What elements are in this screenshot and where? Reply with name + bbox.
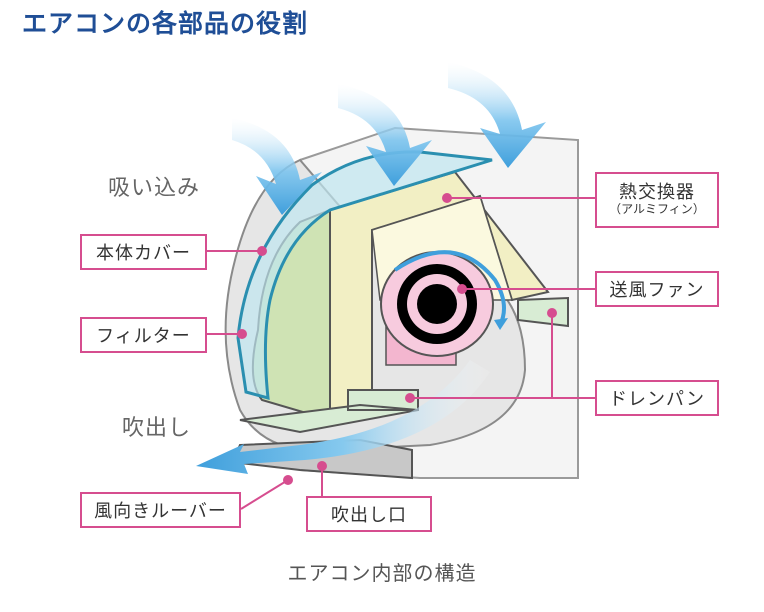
label-heat-exchanger-sub: （アルミフィン） bbox=[609, 202, 705, 217]
intake-arrow-3 bbox=[448, 62, 546, 168]
fan-shape bbox=[380, 250, 508, 366]
label-louver: 風向きルーバー bbox=[80, 492, 241, 528]
diagram-caption: エアコン内部の構造 bbox=[287, 561, 477, 585]
label-heat-exchanger: 熱交換器 （アルミフィン） bbox=[595, 172, 719, 228]
page-title: エアコンの各部品の役割 bbox=[22, 9, 309, 38]
label-filter: フィルター bbox=[80, 317, 207, 353]
label-outlet-port: 吹出し口 bbox=[306, 496, 432, 532]
label-drain-pan: ドレンパン bbox=[595, 380, 719, 416]
intake-arrow-1 bbox=[232, 118, 322, 215]
intake-text: 吸い込み bbox=[108, 176, 201, 201]
label-body-cover: 本体カバー bbox=[80, 234, 207, 270]
label-heat-exchanger-main: 熱交換器 bbox=[619, 181, 695, 203]
leader-dots bbox=[237, 193, 557, 485]
outlet-text: 吹出し bbox=[122, 416, 192, 441]
intake-arrow-2 bbox=[338, 84, 432, 186]
outlet-arrow bbox=[196, 360, 490, 474]
leader-lines bbox=[207, 197, 610, 510]
drain-pan-side bbox=[517, 296, 569, 328]
label-fan: 送風ファン bbox=[595, 271, 719, 307]
